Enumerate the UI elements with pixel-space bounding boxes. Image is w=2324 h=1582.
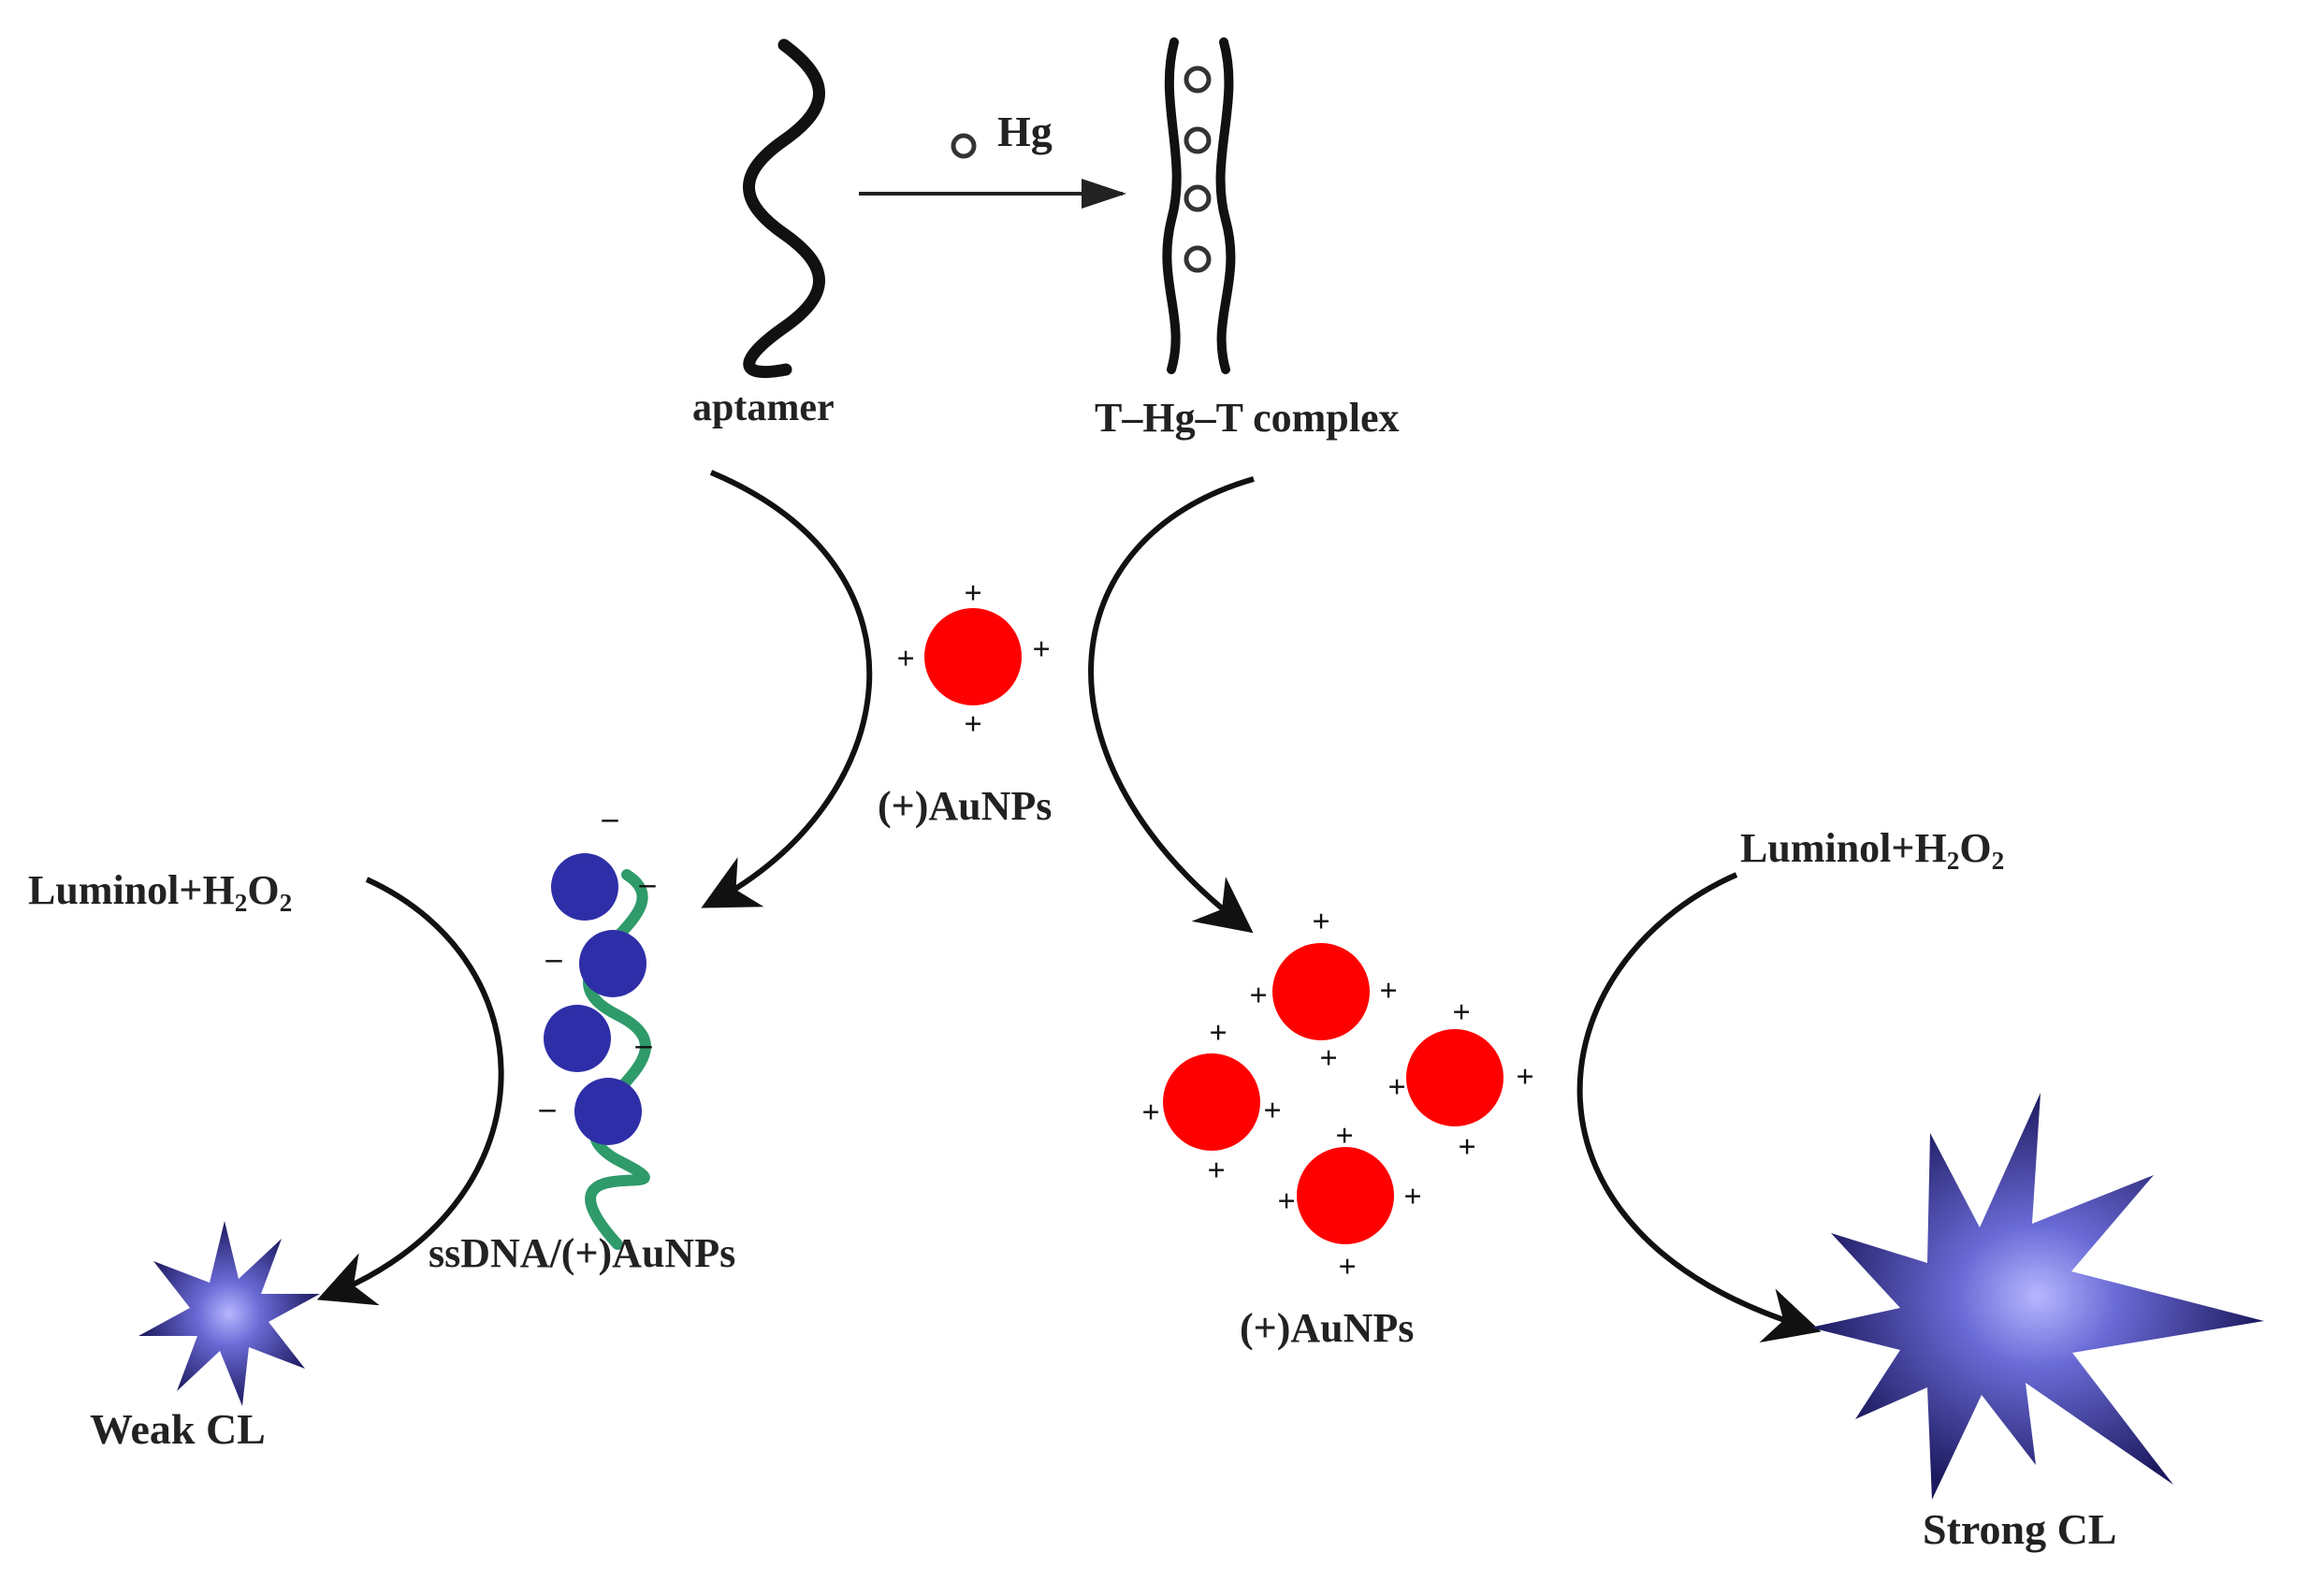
aptamer-label: aptamer xyxy=(692,386,835,429)
plus-sign: + xyxy=(1335,1119,1353,1154)
plus-sign: + xyxy=(1141,1096,1159,1130)
weak-cl-label: Weak CL xyxy=(90,1405,266,1453)
strong-cl-label: Strong CL xyxy=(1923,1505,2117,1553)
luminol-right-sub1: 2 xyxy=(1946,846,1960,875)
aunp-particle xyxy=(1163,1053,1260,1151)
plus-sign: + xyxy=(1312,905,1329,939)
luminol-left-main: Luminol+H xyxy=(28,867,235,913)
luminol-left-label: Luminol+H2O2 xyxy=(28,867,292,916)
plus-sign: + xyxy=(1207,1154,1225,1188)
arrow-complex-to-aunps xyxy=(1088,476,1255,934)
strong-cl-burst-icon xyxy=(1810,1093,2264,1500)
charge-minus-marks: – – – – – xyxy=(539,801,657,1125)
aunp-particle xyxy=(1297,1147,1394,1244)
plus-sign: + xyxy=(1452,995,1470,1030)
aunp-particle xyxy=(1406,1029,1503,1126)
complex-hg-ion xyxy=(1184,65,1212,94)
plus-sign: + xyxy=(1387,1070,1405,1105)
hg-label: Hg xyxy=(997,108,1053,155)
plus-sign: + xyxy=(1403,1180,1421,1214)
complex-hg-ion xyxy=(1184,184,1212,212)
complex-strand-left xyxy=(1162,37,1182,374)
complex-hg-ion xyxy=(1184,126,1212,154)
plus-sign: + xyxy=(1032,632,1050,667)
arrow-luminol-to-weak-cl xyxy=(316,877,504,1306)
ssdna-particle xyxy=(551,853,618,921)
aunps-center-label: (+)AuNPs xyxy=(878,783,1053,829)
complex-label: T–Hg–T complex xyxy=(1095,395,1400,441)
luminol-right-main: Luminol+H xyxy=(1740,825,1947,871)
minus-sign: – xyxy=(635,1027,653,1062)
plus-sign: + xyxy=(1319,1041,1337,1076)
ssdna-particle xyxy=(579,930,646,997)
arrow-luminol-to-strong-cl xyxy=(1576,872,1822,1343)
luminol-left-mid: O xyxy=(247,867,280,913)
luminol-left-sub2: 2 xyxy=(279,888,293,917)
luminol-right-label: Luminol+H2O2 xyxy=(1740,825,2004,874)
plus-sign: + xyxy=(1209,1016,1227,1051)
ssdna-particle xyxy=(574,1078,642,1145)
luminol-left-sub1: 2 xyxy=(234,888,248,917)
aptamer-strand xyxy=(743,38,825,379)
charge-plus-marks: + + + + + + + + + + + + + + + + + + + + xyxy=(896,576,1533,1284)
plus-sign: + xyxy=(964,707,981,742)
plus-sign: + xyxy=(1263,1094,1281,1128)
luminol-right-sub2: 2 xyxy=(1991,846,2005,875)
plus-sign: + xyxy=(964,576,981,611)
plus-sign: + xyxy=(1458,1130,1475,1165)
complex-hg-ion xyxy=(1184,245,1212,273)
plus-sign: + xyxy=(1249,979,1267,1013)
hg-ion-icon xyxy=(951,133,977,159)
aunps-right-label: (+)AuNPs xyxy=(1240,1305,1415,1351)
minus-sign: – xyxy=(545,941,563,976)
plus-sign: + xyxy=(1277,1184,1295,1219)
ssdna-aunps-label: ssDNA/(+)AuNPs xyxy=(428,1230,736,1276)
minus-sign: – xyxy=(639,866,657,901)
ssdna-aunp-complex xyxy=(544,853,651,1250)
weak-cl-burst-icon xyxy=(138,1221,320,1406)
plus-sign: + xyxy=(1338,1250,1356,1284)
arrow-aptamer-to-ssdna xyxy=(701,470,873,908)
plus-sign: + xyxy=(1379,974,1397,1009)
minus-sign: – xyxy=(539,1091,557,1125)
minus-sign: – xyxy=(602,801,619,835)
complex-strand-right xyxy=(1215,37,1236,374)
aunp-particle xyxy=(924,608,1022,705)
plus-sign: + xyxy=(1516,1060,1533,1095)
ssdna-particle xyxy=(544,1005,611,1072)
aunp-particle xyxy=(1272,943,1370,1040)
luminol-right-mid: O xyxy=(1959,825,1992,871)
plus-sign: + xyxy=(896,642,914,676)
